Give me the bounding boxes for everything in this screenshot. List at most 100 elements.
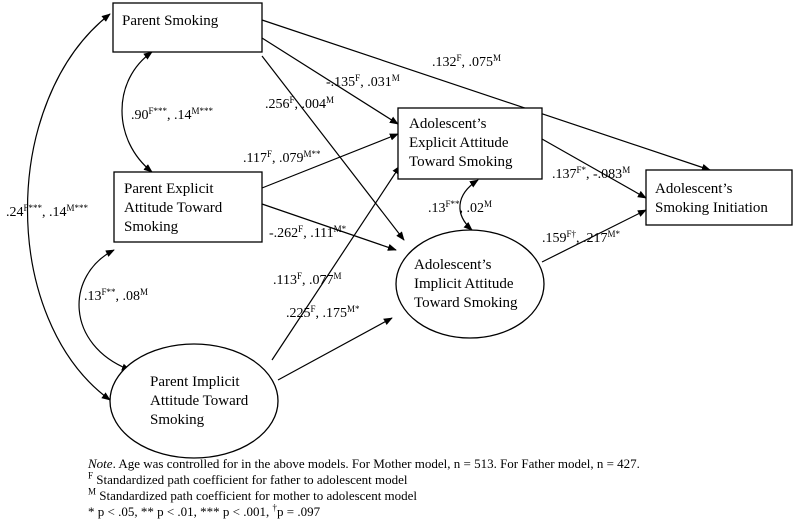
edges <box>27 13 711 401</box>
coef-superscript: F <box>355 73 360 83</box>
coef-label-ps-init: .132F, .075M <box>432 53 501 70</box>
coef-value: , .004 <box>295 97 327 112</box>
coef-superscript: F*** <box>149 106 168 116</box>
coef-value: .117 <box>243 151 267 166</box>
coef-label-aexp-aimp: .13F**, .02M <box>428 199 492 216</box>
node-line: Attitude Toward <box>150 393 249 409</box>
node-line: Implicit Attitude <box>414 276 514 292</box>
father-text: Standardized path coefficient for father… <box>93 472 408 487</box>
edge-parent-explicit-to-adolescent-explicit <box>261 133 399 189</box>
coef-value: -.135 <box>326 75 355 90</box>
coef-value: .90 <box>131 108 149 123</box>
node-line: Adolescent’s <box>409 116 487 132</box>
coef-superscript: M <box>493 53 501 63</box>
coef-value: .24 <box>6 205 24 220</box>
node-line: Smoking Initiation <box>655 200 768 216</box>
coef-superscript: F <box>311 304 316 314</box>
coef-value: , .14 <box>42 205 67 220</box>
coef-value: , .08 <box>116 289 141 304</box>
mother-text: Standardized path coefficient for mother… <box>96 488 418 503</box>
node-line: Attitude Toward <box>124 200 223 216</box>
coef-value: .113 <box>273 273 297 288</box>
edge-parent-smoking-to-adolescent-implicit <box>261 55 405 241</box>
note-line-mother: M Standardized path coefficient for moth… <box>88 486 788 504</box>
coef-superscript: F* <box>577 165 587 175</box>
coef-superscript: M* <box>334 224 347 234</box>
node-line: Parent Explicit <box>124 181 214 197</box>
coef-superscript: F** <box>446 199 461 209</box>
dagger-text: p = .097 <box>277 504 321 519</box>
node-line: Parent Smoking <box>122 13 219 29</box>
coef-value: , .14 <box>167 108 192 123</box>
node-line: Explicit Attitude <box>409 135 509 151</box>
coef-superscript: F** <box>102 287 117 297</box>
dagger-superscript: † <box>272 502 278 513</box>
node-line: Toward Smoking <box>409 154 513 170</box>
coef-label-pimp-aexp: .113F, .077M <box>273 271 342 288</box>
note-line-1: Note. Age was controlled for in the abov… <box>88 456 788 472</box>
coef-value: -.262 <box>269 226 298 241</box>
note-line-significance: * p < .05, ** p < .01, *** p < .001, †p … <box>88 502 788 520</box>
edge-parent-smoking-parent-explicit-correlation <box>121 51 153 173</box>
coef-value: .159 <box>542 231 567 246</box>
coef-value: .225 <box>286 306 311 321</box>
coef-superscript: F <box>298 224 303 234</box>
edge-labels: .132F, .075M -.135F, .031M .256F, .004M … <box>6 53 630 321</box>
coef-value: , -.083 <box>586 167 622 182</box>
coef-label-aimp-init: .159F†, .217M* <box>542 229 621 246</box>
coef-superscript: M <box>622 165 630 175</box>
edge-adolescent-explicit-to-initiation <box>541 138 647 199</box>
coef-value: , .111 <box>303 226 333 241</box>
coef-label-ps-aexp: -.135F, .031M <box>326 73 400 90</box>
coef-label-pexp-aimp: -.262F, .111M* <box>269 224 347 241</box>
node-line: Parent Implicit <box>150 374 240 390</box>
coef-superscript: M <box>392 73 400 83</box>
edge-adolescent-implicit-to-initiation <box>541 209 647 263</box>
coef-label-aexp-init: .137F*, -.083M <box>552 165 630 182</box>
edge-parent-explicit-parent-implicit-correlation <box>78 249 131 371</box>
coef-superscript: M*** <box>67 203 89 213</box>
figure-note: Note. Age was controlled for in the abov… <box>88 456 788 520</box>
node-line: Smoking <box>124 219 179 235</box>
coef-label-ps-pimp: .24F***, .14M*** <box>6 203 89 220</box>
edge-parent-implicit-to-adolescent-implicit <box>277 317 393 381</box>
coef-superscript: M <box>334 271 342 281</box>
note-text: . Age was controlled for in the above mo… <box>112 456 640 471</box>
coef-value: .132 <box>432 55 457 70</box>
node-line: Toward Smoking <box>414 295 518 311</box>
coef-value: .137 <box>552 167 577 182</box>
coef-label-ps-aimp: .256F, .004M <box>265 95 334 112</box>
coef-superscript: M*** <box>192 106 214 116</box>
coef-value: , .077 <box>302 273 334 288</box>
node-text: Parent Smoking <box>122 13 219 29</box>
note-label: Note <box>88 456 113 471</box>
coef-superscript: M <box>326 95 334 105</box>
coef-superscript: M* <box>347 304 360 314</box>
note-line-father: F Standardized path coefficient for fath… <box>88 471 788 488</box>
coef-value: .13 <box>428 201 446 216</box>
coef-superscript: M** <box>304 149 322 159</box>
edge-parent-smoking-to-initiation <box>261 19 711 171</box>
coef-superscript: F <box>290 95 295 105</box>
coef-value: .13 <box>84 289 102 304</box>
coef-superscript: F† <box>567 229 577 239</box>
edge-parent-explicit-to-adolescent-implicit <box>261 203 397 251</box>
coef-superscript: M* <box>608 229 621 239</box>
edge-parent-smoking-to-adolescent-explicit <box>261 37 399 125</box>
coef-value: , .217 <box>576 231 608 246</box>
edge-adolescent-explicit-implicit-correlation <box>459 179 479 231</box>
mother-superscript: M <box>88 486 97 497</box>
coef-superscript: F <box>297 271 302 281</box>
node-line: Adolescent’s <box>414 257 492 273</box>
node-parent-smoking: Parent Smoking <box>112 2 263 53</box>
